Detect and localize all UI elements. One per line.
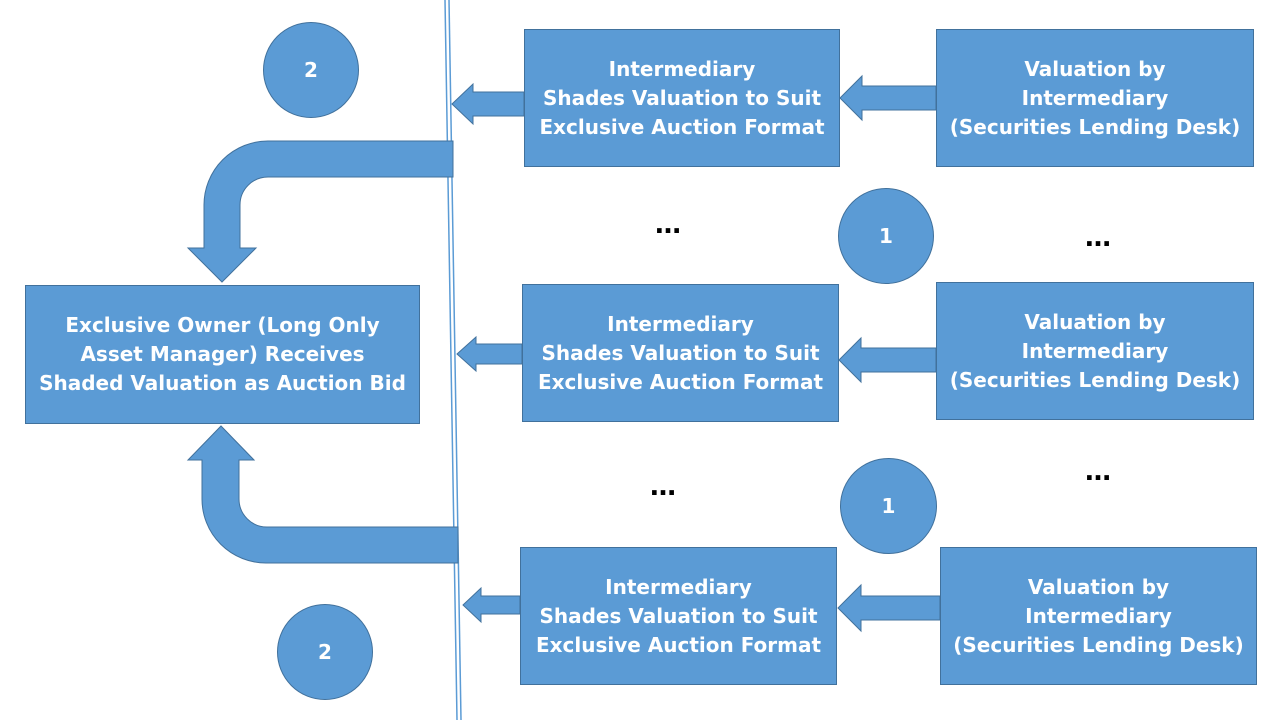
intermediary-line: Intermediary — [608, 56, 756, 81]
step-badge-label: 2 — [318, 640, 332, 664]
intermediary-line: Exclusive Auction Format — [539, 114, 825, 139]
arrow-left-valuation-2 — [838, 336, 937, 384]
intermediary-line: Exclusive Auction Format — [537, 369, 824, 394]
divider-line — [448, 0, 462, 720]
step-badge-label: 1 — [879, 224, 893, 248]
intermediary-line: Shades Valuation to Suit — [541, 340, 820, 365]
valuation-line: Valuation by — [1024, 309, 1166, 334]
intermediary-line: Shades Valuation to Suit — [539, 603, 818, 628]
valuation-line: Valuation by — [1024, 56, 1166, 81]
step-badge: 2 — [277, 604, 373, 700]
ellipsis-mark: … — [655, 210, 681, 240]
intermediary-box: Intermediary Shades Valuation to Suit Ex… — [522, 284, 839, 422]
valuation-line: Intermediary — [1025, 603, 1172, 628]
ellipsis-mark: … — [650, 472, 676, 502]
step-badge: 2 — [263, 22, 359, 118]
step-badge: 1 — [840, 458, 937, 554]
ellipsis-mark: … — [1085, 457, 1111, 487]
ellipsis-mark: … — [1085, 223, 1111, 253]
arrow-left-intermediary-1 — [451, 82, 525, 126]
intermediary-box: Intermediary Shades Valuation to Suit Ex… — [524, 29, 840, 167]
curved-arrow-up — [186, 425, 459, 564]
valuation-line: (Securities Lending Desk) — [953, 632, 1244, 657]
arrow-left-valuation-3 — [837, 583, 941, 633]
valuation-line: Intermediary — [1021, 338, 1169, 363]
owner-line: Asset Manager) Receives — [80, 342, 365, 366]
intermediary-line: Exclusive Auction Format — [535, 632, 822, 657]
owner-line: Shaded Valuation as Auction Bid — [39, 371, 406, 395]
valuation-line: (Securities Lending Desk) — [949, 114, 1241, 139]
intermediary-line: Intermediary — [605, 574, 752, 599]
intermediary-line: Intermediary — [607, 311, 754, 336]
valuation-line: Valuation by — [1027, 574, 1170, 599]
valuation-box: Valuation by Intermediary (Securities Le… — [936, 282, 1254, 420]
exclusive-owner-box: Exclusive Owner (Long Only Asset Manager… — [25, 285, 420, 424]
arrow-left-valuation-1 — [839, 74, 937, 122]
step-badge: 1 — [838, 188, 934, 284]
valuation-box: Valuation by Intermediary (Securities Le… — [936, 29, 1254, 167]
intermediary-box: Intermediary Shades Valuation to Suit Ex… — [520, 547, 837, 685]
curved-arrow-down — [186, 140, 454, 283]
arrow-left-intermediary-3 — [462, 586, 521, 624]
valuation-line: (Securities Lending Desk) — [949, 367, 1241, 392]
divider-line — [444, 0, 458, 720]
valuation-box: Valuation by Intermediary (Securities Le… — [940, 547, 1257, 685]
valuation-line: Intermediary — [1021, 85, 1169, 110]
owner-line: Exclusive Owner (Long Only — [65, 313, 380, 337]
intermediary-line: Shades Valuation to Suit — [542, 85, 822, 110]
arrow-left-intermediary-2 — [456, 335, 523, 373]
step-badge-label: 1 — [881, 494, 896, 518]
step-badge-label: 2 — [304, 58, 318, 82]
